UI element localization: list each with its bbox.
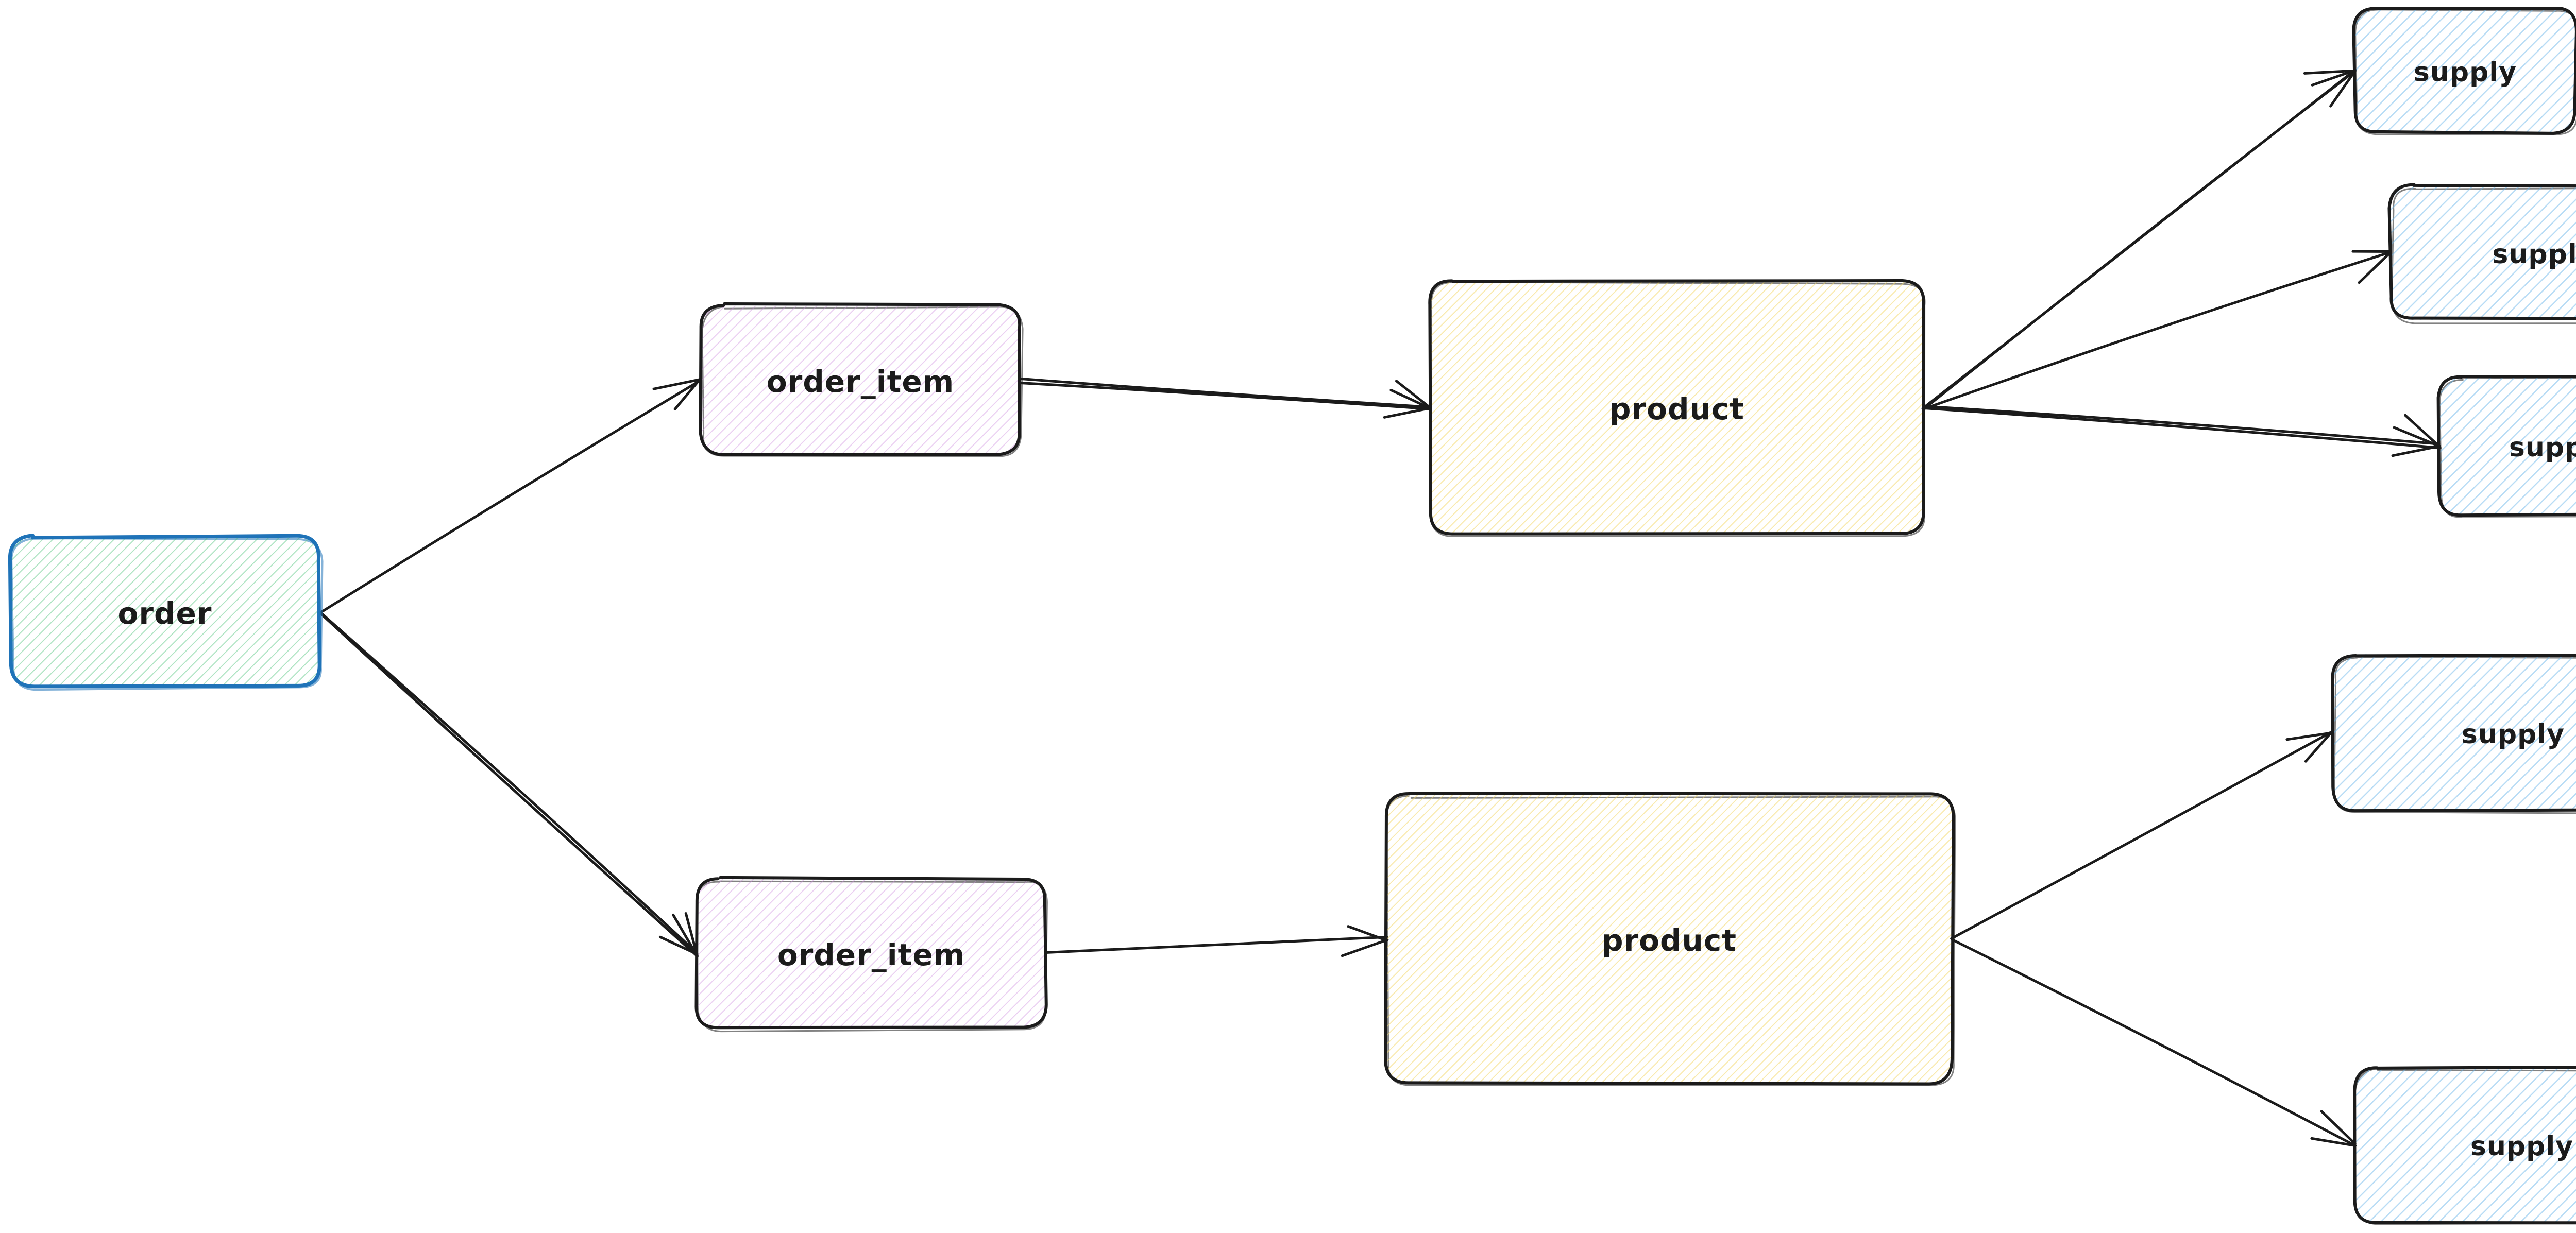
arrowhead-stroke [1341,938,1389,957]
node-fill [700,305,1020,454]
edge-e6 [1924,250,2392,410]
node-outline [2353,1066,2576,1225]
arrowhead-stroke [2285,731,2335,741]
edge-stroke [1924,407,2442,450]
node-label: supply [2509,432,2576,463]
node-fill [2389,185,2576,320]
arrowhead-stroke [2393,426,2440,447]
edge-stroke [319,379,702,614]
node-outline [1428,279,1925,536]
node-supply_5[interactable]: supply [2353,1066,2576,1225]
node-outline [2331,654,2576,813]
node-fill [2332,654,2576,809]
edge-e9 [1951,938,2357,1147]
node-outline [699,302,1022,456]
node-supply_4[interactable]: supply [2331,654,2576,814]
arrowhead-stroke [673,377,702,410]
node-order_item_top[interactable]: order_item [699,302,1024,457]
node-product_top[interactable]: product [1428,279,1926,538]
node-fill [697,878,1047,1029]
edge-e4 [1046,925,1389,957]
arrowhead-stroke [658,935,699,956]
node-outline [8,534,321,689]
arrowhead-stroke [672,913,698,956]
node-fill [2354,7,2576,133]
node-outline [1384,792,1955,1086]
arrowhead-stroke [1347,925,1386,941]
arrowhead-stroke [2320,1110,2357,1145]
edge-stroke [317,609,698,953]
arrowhead-stroke [1383,407,1431,419]
edge-stroke [1950,730,2334,940]
node-outline [2387,183,2576,320]
node-label: supply [2462,719,2565,750]
edge-layer [317,68,2442,1147]
edge-stroke [1018,381,1432,410]
edge-e1 [319,377,702,614]
node-fill [2438,376,2576,515]
edge-stroke [1924,251,2392,410]
arrowhead-stroke [652,378,701,390]
edge-stroke [1018,377,1431,408]
node-label: product [1602,923,1737,958]
node-supply_3[interactable]: supply [2436,375,2576,518]
node-label: supply [2492,239,2576,270]
edge-stroke [1046,935,1388,954]
node-order_item_bottom[interactable]: order_item [694,876,1048,1033]
node-label: supply [2470,1131,2573,1162]
node-product_bottom[interactable]: product [1384,792,1956,1086]
node-outline [2436,375,2576,517]
node-outline [2352,7,2576,135]
arrowhead-stroke [684,912,698,953]
arrowhead-stroke [2358,251,2392,284]
arrowhead-stroke [2310,1137,2357,1147]
node-supply_1[interactable]: supply [2352,7,2576,135]
arrowhead-stroke [2303,69,2355,75]
node-outline [694,876,1048,1030]
node-fill [1429,280,1925,534]
edge-e3 [1018,377,1432,419]
edge-e8 [1950,730,2335,940]
edge-e5 [1921,68,2358,411]
edge-e7 [1922,405,2442,457]
node-layer: orderorder_itemorder_itemproductproducts… [8,7,2576,1225]
node-fill [2353,1067,2576,1222]
node-fill [1386,794,1953,1083]
node-label: order_item [777,937,965,972]
node-supply_2[interactable]: supply [2387,183,2576,324]
arrowhead-stroke [2329,70,2357,108]
edge-stroke [1922,71,2355,411]
edge-stroke [318,611,699,957]
node-label: supply [2414,57,2517,88]
arrowhead-stroke [2311,68,2358,87]
edge-e2 [317,609,699,957]
node-label: order [118,596,212,631]
node-fill [10,536,320,686]
arrowhead-stroke [1389,388,1430,409]
arrowhead-stroke [2391,444,2442,457]
arrowhead-stroke [1395,380,1430,408]
edge-stroke [1922,405,2441,446]
node-label: product [1609,391,1744,426]
node-label: order_item [767,364,954,399]
node-order[interactable]: order [8,534,324,691]
edge-stroke [1951,938,2356,1147]
arrowhead-stroke [2404,414,2440,447]
arrowhead-stroke [2304,730,2333,763]
